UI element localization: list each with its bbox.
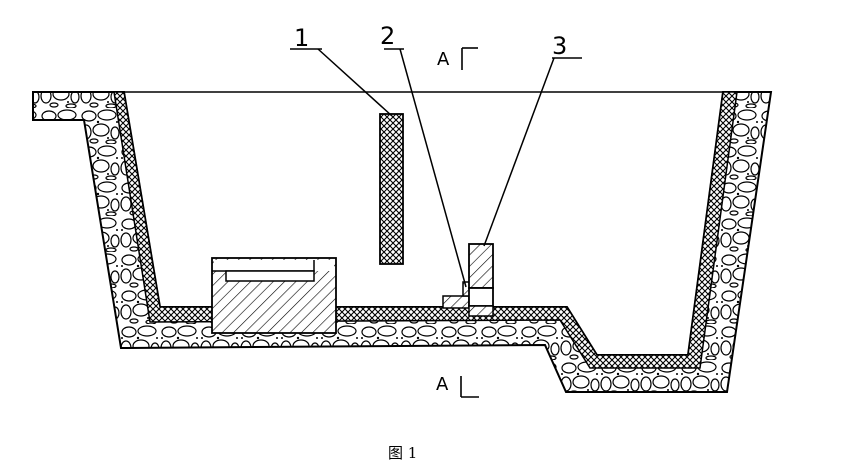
label-section-top: A (437, 49, 450, 70)
part-2-step (442, 281, 472, 309)
label-section-bottom: A (436, 374, 449, 395)
figure-caption: 图 1 (388, 444, 417, 462)
part-3-post (468, 243, 494, 317)
label-part-3: 3 (552, 32, 567, 60)
label-part-2: 2 (380, 22, 395, 50)
leader-lines (290, 48, 582, 288)
section-marker-bottom (460, 376, 479, 398)
part-1-baffle (379, 113, 404, 265)
section-marker-top (461, 47, 478, 70)
left-block (211, 257, 337, 334)
label-part-1: 1 (294, 24, 309, 52)
